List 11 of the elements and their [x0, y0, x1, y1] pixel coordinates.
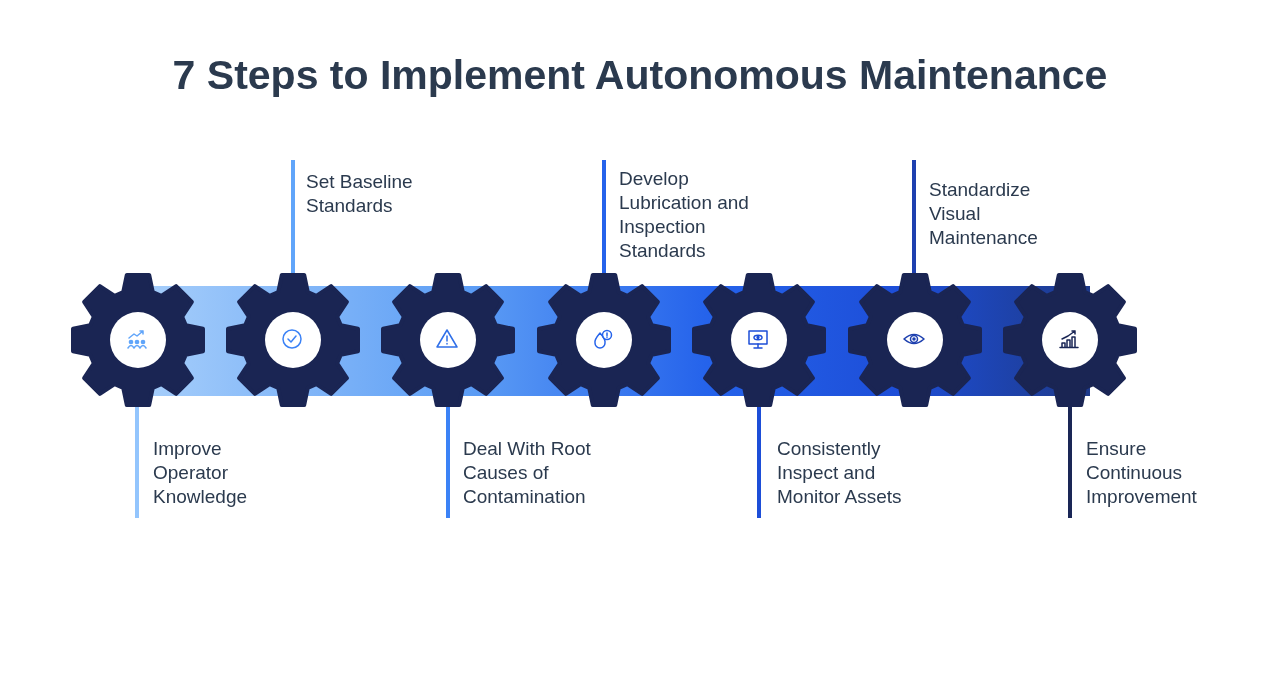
step-label: Ensure Continuous Improvement — [1086, 437, 1198, 509]
step-label: Develop Lubrication and Inspection Standards — [619, 167, 750, 263]
leader-line — [291, 160, 295, 276]
step-label: Improve Operator Knowledge — [153, 437, 249, 509]
title: 7 Steps to Implement Autonomous Maintenance — [171, 52, 1109, 99]
leader-line — [602, 160, 606, 276]
step-label: Consistently Inspect and Monitor Assets — [777, 437, 903, 509]
leader-line — [912, 160, 916, 276]
step-label: Standardize Visual Maintenance — [929, 178, 1039, 250]
step-label: Set Baseline Standards — [306, 170, 414, 218]
step-label: Deal With Root Causes of Contamination — [463, 437, 592, 509]
